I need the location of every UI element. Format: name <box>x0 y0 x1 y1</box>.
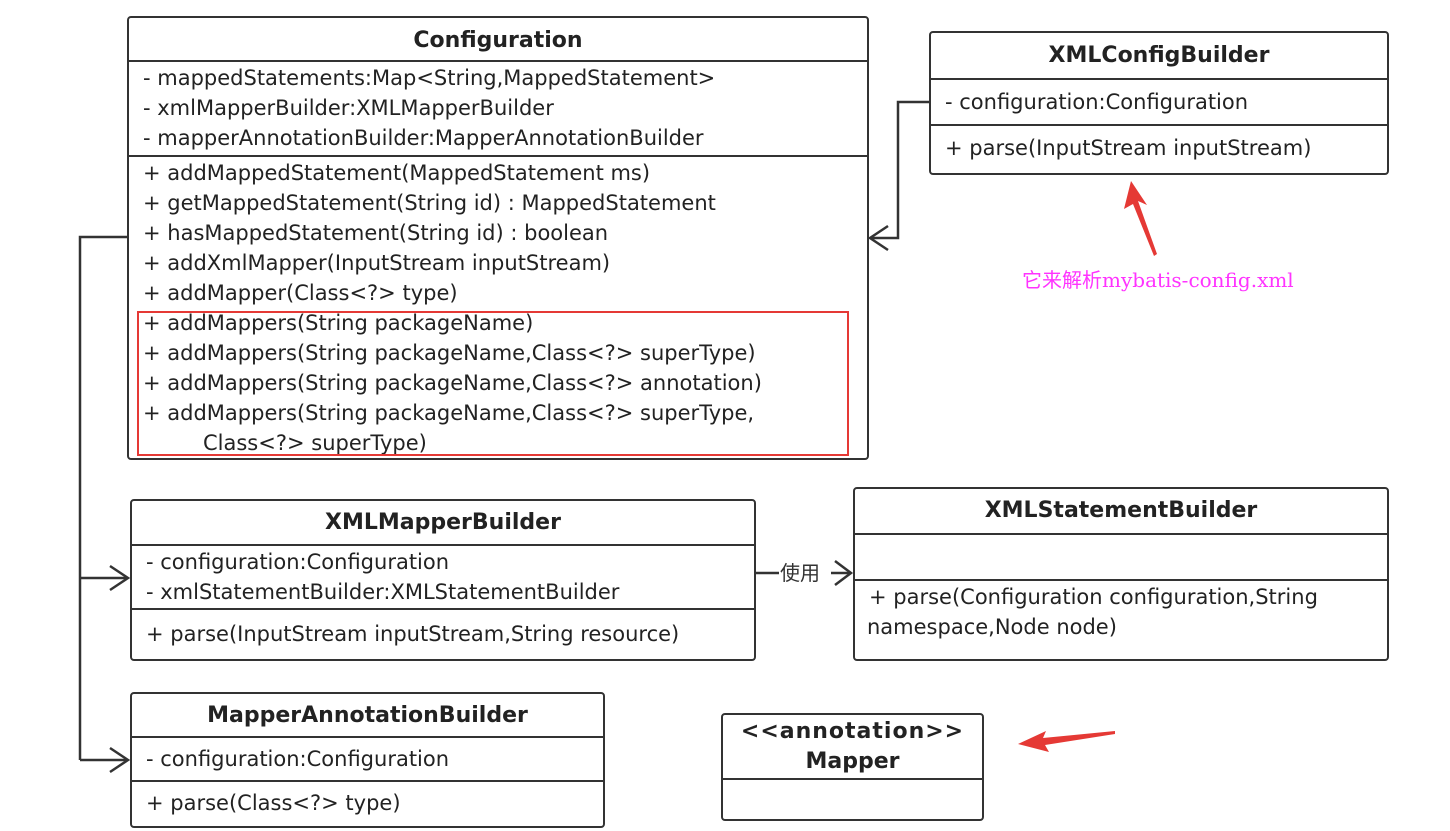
mapper-annotation-stereotype: <<annotation>> <box>740 719 965 744</box>
method: + getMappedStatement(String id) : Mapped… <box>143 191 716 215</box>
xml-statement-builder-methods: + parse(Configuration configuration,Stri… <box>855 579 1387 644</box>
red-arrow <box>1018 731 1115 752</box>
config-builder-connector <box>872 100 929 240</box>
mapper-annotation-builder-attributes: - configuration:Configuration <box>132 736 603 780</box>
attribute: - mappedStatements:Map<String,MappedStat… <box>143 66 716 90</box>
method-continuation: Class<?> superType) <box>203 431 427 455</box>
open-arrowhead <box>109 564 131 592</box>
configuration-class: Configuration - mappedStatements:Map<Str… <box>127 16 869 460</box>
xml-config-builder-class: XMLConfigBuilder - configuration:Configu… <box>929 31 1389 175</box>
xml-config-builder-attributes: - configuration:Configuration <box>931 78 1387 124</box>
attribute: - configuration:Configuration <box>945 90 1249 114</box>
method: + addMapper(Class<?> type) <box>143 281 458 305</box>
attribute: - xmlMapperBuilder:XMLMapperBuilder <box>143 96 554 120</box>
xml-mapper-builder-attributes: - configuration:Configuration - xmlState… <box>132 544 754 608</box>
method: + parse(InputStream inputStream,String r… <box>146 622 680 646</box>
open-arrowhead <box>834 560 854 586</box>
xml-statement-builder-class: XMLStatementBuilder + parse(Configuratio… <box>853 487 1389 661</box>
configuration-class-name: Configuration <box>413 28 583 53</box>
method-continuation: namespace,Node node) <box>867 615 1117 639</box>
red-arrow <box>1124 181 1157 256</box>
configuration-attributes: - mappedStatements:Map<String,MappedStat… <box>129 60 867 155</box>
configuration-methods: + addMappedStatement(MappedStatement ms)… <box>129 155 867 460</box>
method: + hasMappedStatement(String id) : boolea… <box>143 221 609 245</box>
uses-label: 使用 <box>780 561 820 585</box>
xml-config-builder-methods: + parse(InputStream inputStream) <box>931 124 1387 165</box>
attribute: - mapperAnnotationBuilder:MapperAnnotati… <box>143 126 704 150</box>
method: + addXmlMapper(InputStream inputStream) <box>143 251 611 275</box>
method: + addMappers(String packageName,Class<?>… <box>143 401 755 425</box>
xml-statement-builder-name: XMLStatementBuilder <box>984 498 1258 523</box>
xml-statement-builder-attributes <box>855 533 1387 579</box>
attribute: - configuration:Configuration <box>146 550 450 574</box>
attribute: - configuration:Configuration <box>146 747 450 771</box>
highlight-box <box>137 311 849 456</box>
mapper-annotation-builder-methods: + parse(Class<?> type) <box>132 780 603 820</box>
xml-config-builder-name: XMLConfigBuilder <box>1048 43 1270 68</box>
config-builder-note: 它来解析mybatis-config.xml <box>1022 268 1294 292</box>
mapper-annotation-name: Mapper <box>805 749 900 774</box>
attribute: - xmlStatementBuilder:XMLStatementBuilde… <box>146 580 620 604</box>
xml-mapper-builder-methods: + parse(InputStream inputStream,String r… <box>132 608 754 651</box>
xml-mapper-builder-name: XMLMapperBuilder <box>325 510 561 535</box>
open-arrowhead <box>109 746 131 774</box>
method: + addMappedStatement(MappedStatement ms) <box>143 161 651 185</box>
mapper-annotation-class: <<annotation>> Mapper <box>721 713 984 821</box>
mapper-annotation-builder-class: MapperAnnotationBuilder - configuration:… <box>130 692 605 828</box>
method: + parse(InputStream inputStream) <box>945 136 1312 160</box>
method: + addMappers(String packageName,Class<?>… <box>143 341 756 365</box>
method: + addMappers(String packageName) <box>143 311 534 335</box>
method: + addMappers(String packageName,Class<?>… <box>143 371 762 395</box>
xml-mapper-builder-class: XMLMapperBuilder - configuration:Configu… <box>130 499 756 661</box>
configuration-trunk-connector <box>78 235 127 760</box>
mapper-annotation-body <box>723 778 982 824</box>
method: + parse(Class<?> type) <box>146 791 401 815</box>
mapper-annotation-builder-name: MapperAnnotationBuilder <box>207 703 528 728</box>
method: + parse(Configuration configuration,Stri… <box>869 585 1318 609</box>
open-arrowhead <box>867 224 889 252</box>
